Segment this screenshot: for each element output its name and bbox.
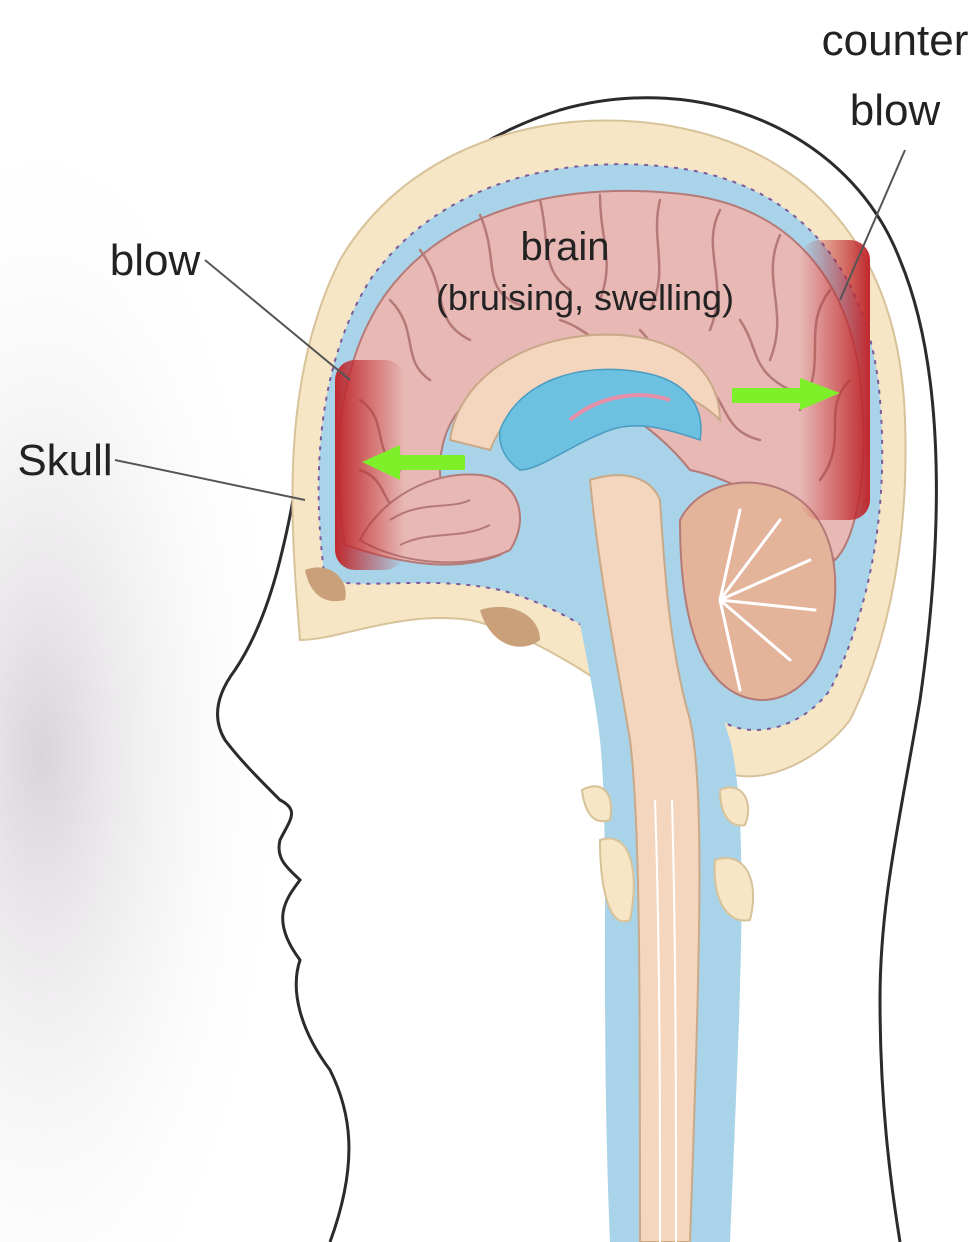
counter-blow-label-line1: counter	[822, 16, 969, 65]
brain-label-line1: brain	[521, 225, 610, 269]
skull-label: Skull	[17, 436, 112, 485]
blow-label: blow	[110, 236, 201, 285]
counter-blow-bruise	[800, 240, 870, 520]
counter-blow-label-line2: blow	[850, 86, 941, 135]
brain-label-line2: (bruising, swelling)	[436, 277, 734, 318]
